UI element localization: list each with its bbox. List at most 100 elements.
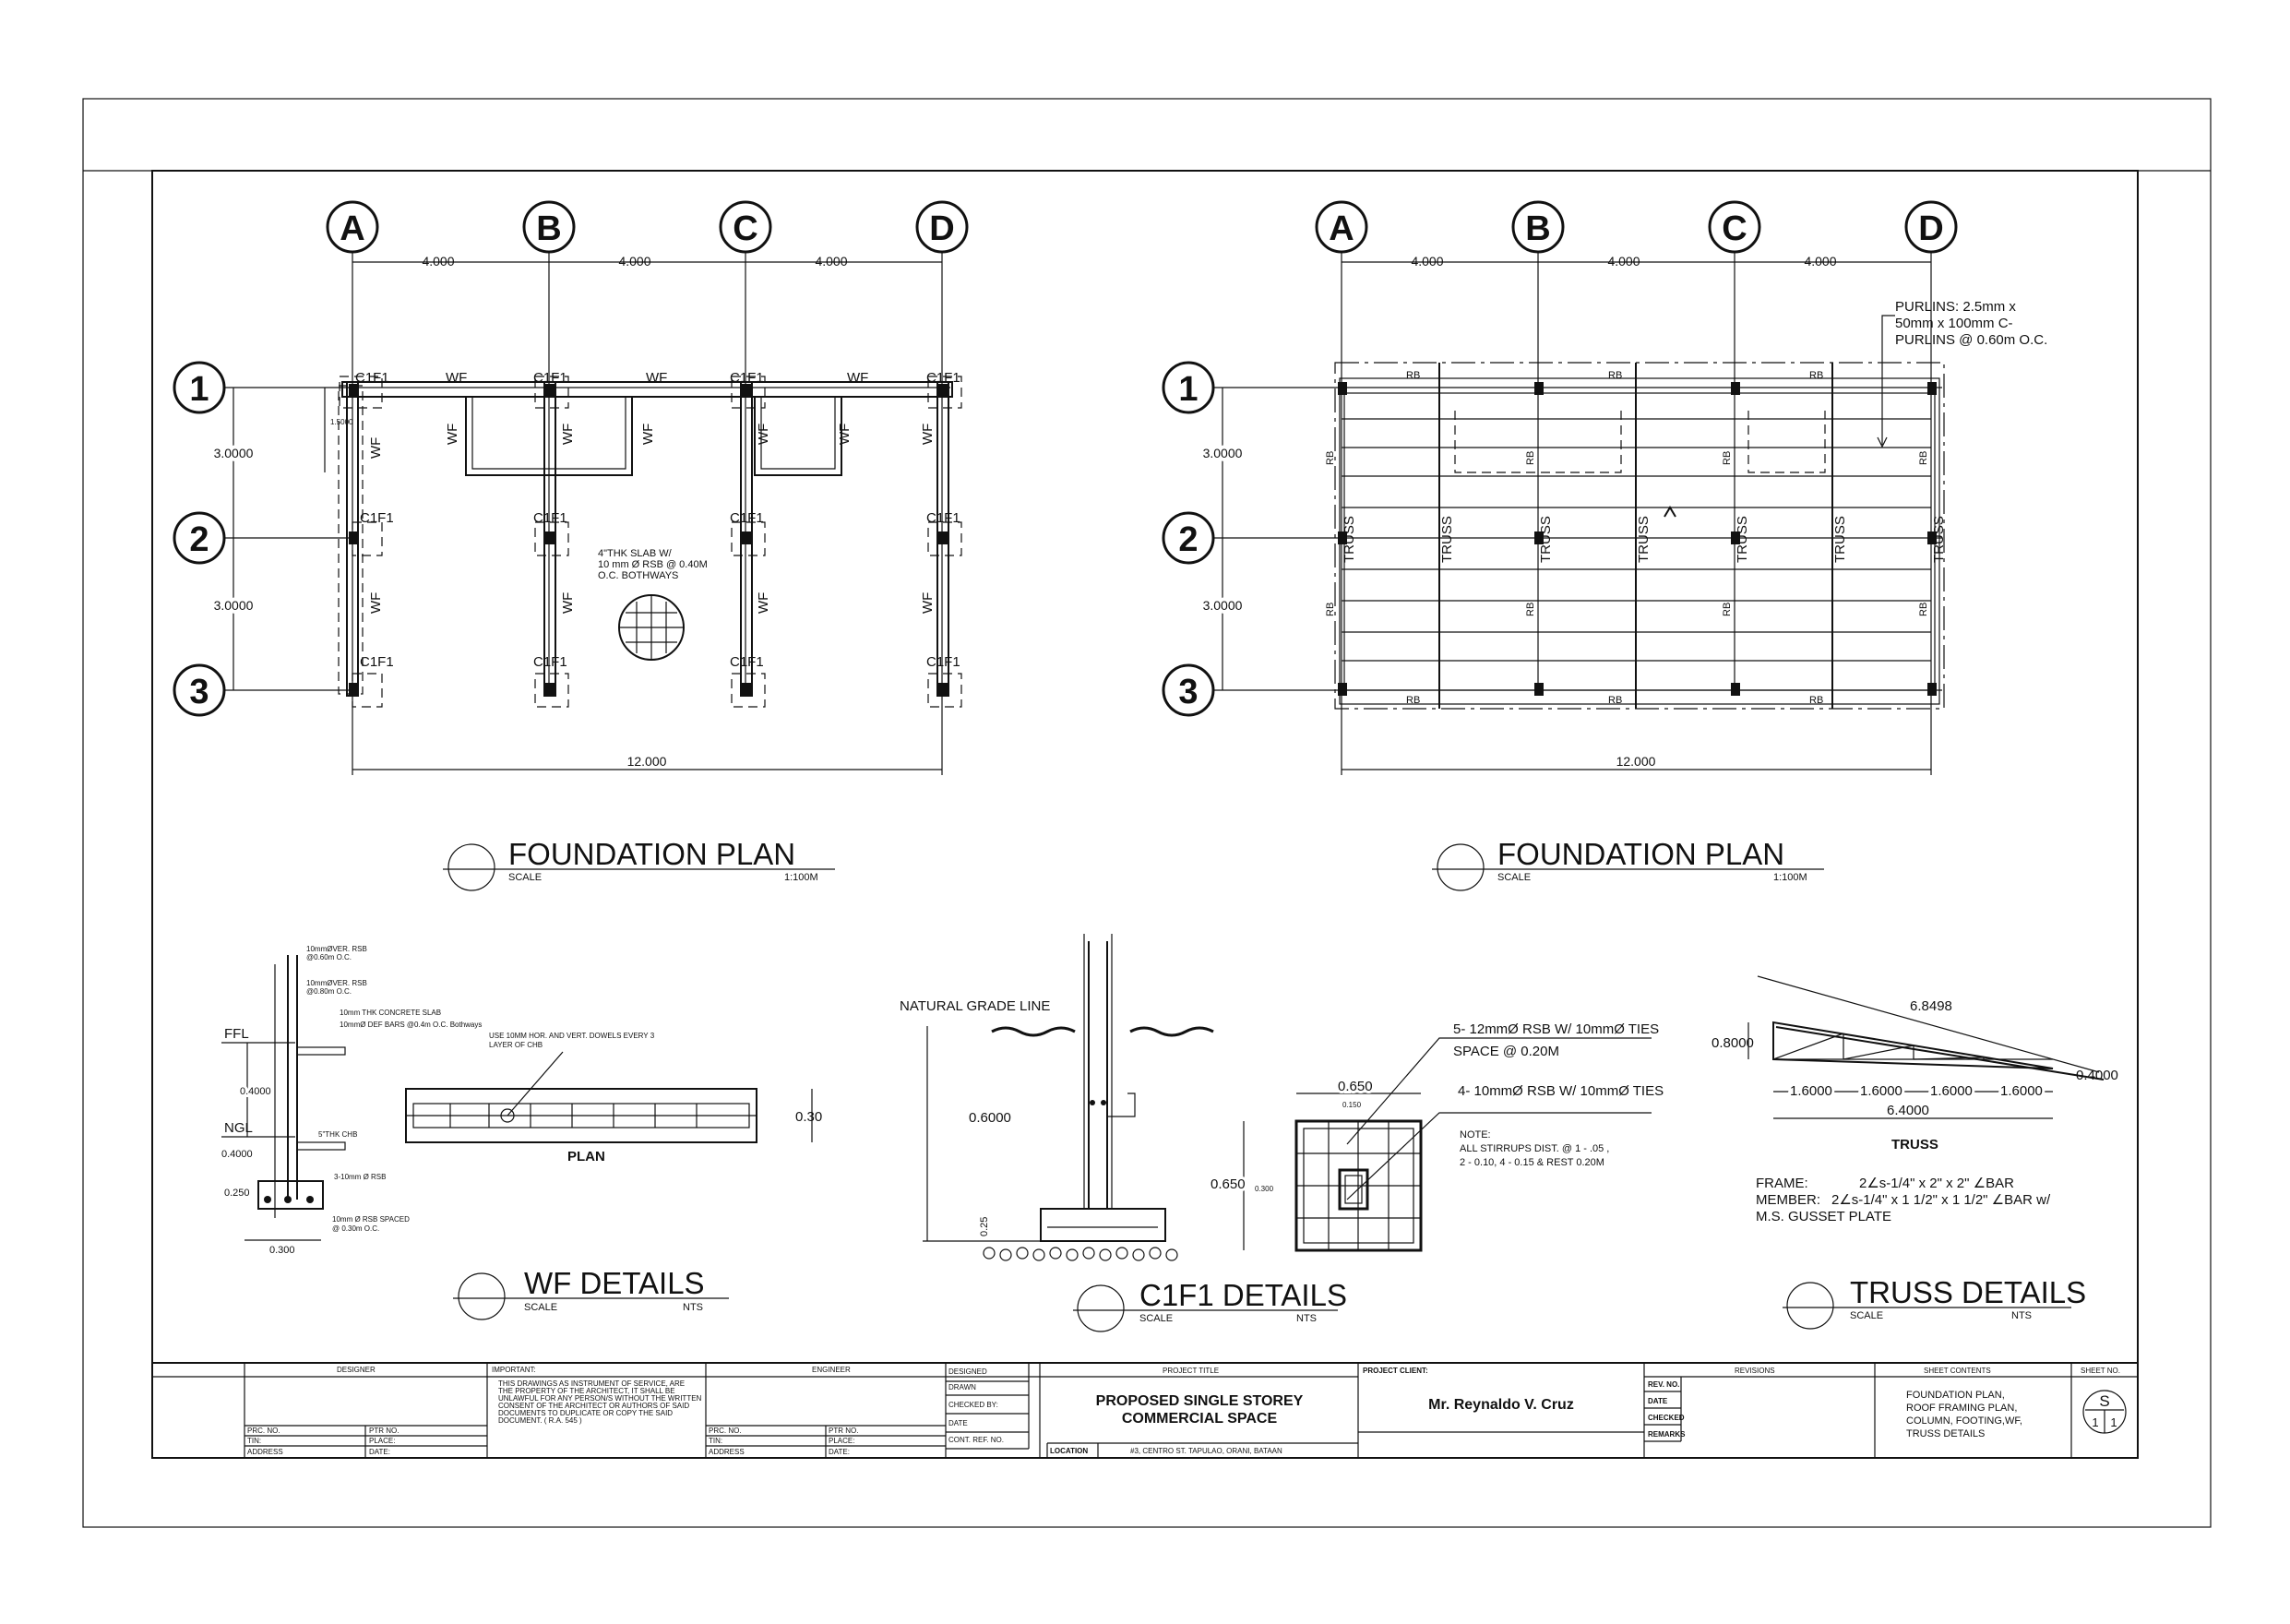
tb-drawn: DRAWN (948, 1383, 976, 1391)
truss-frame-value: 2∠s-1/4" x 2" x 2" ∠BAR (1859, 1176, 2014, 1191)
tb-revisions-h: REVISIONS (1735, 1367, 1775, 1375)
svg-text:D: D (929, 209, 954, 248)
foundation-plan-1: A B C D 1 2 3 4.000 4.000 4.000 3.0000 3… (173, 200, 969, 891)
tb-ptr: PTR NO. (369, 1427, 399, 1435)
tag-c1f1: C1F1 (730, 654, 764, 670)
wf-details: FFL NGL 0.4000 0.4000 0.250 0.300 10mmØV… (221, 945, 822, 1320)
tb-sheet-contents: FOUNDATION PLAN, (1906, 1390, 2005, 1401)
grid-bubble-1: 1 (173, 361, 226, 414)
tb-prc: PRC. NO. (709, 1427, 742, 1435)
wf-dim-3: 0.250 (224, 1188, 250, 1199)
wf-scale-value: NTS (683, 1302, 703, 1313)
wf-note: @ 0.30m O.C. (332, 1224, 379, 1233)
tag-truss: TRUSS (1735, 516, 1750, 563)
tag-truss: TRUSS (1636, 516, 1652, 563)
tb-sheet-no-h: SHEET NO. (2081, 1367, 2120, 1375)
svg-text:C: C (1722, 209, 1747, 248)
wf-note: 10mmØVER. RSB (306, 945, 367, 953)
gravel-bed (983, 1247, 1178, 1261)
tb-rev-row: REV. NO. (1648, 1380, 1679, 1389)
tag-c1f1: C1F1 (355, 370, 389, 386)
wf-plan-dim: 0.30 (795, 1109, 822, 1125)
c1f1-note-head: NOTE: (1460, 1129, 1491, 1140)
grid-bubble-a: A (326, 200, 379, 254)
tag-rb: RB (1608, 370, 1622, 381)
plan1-dim-bc: 4.000 (618, 254, 650, 269)
tag-rb: RB (1918, 603, 1929, 616)
wf-scale-label: SCALE (524, 1302, 557, 1313)
svg-text:2: 2 (189, 520, 209, 559)
c1f1-note: SPACE @ 0.20M (1453, 1044, 1559, 1059)
tb-sheet-contents: ROOF FRAMING PLAN, (1906, 1403, 2017, 1414)
c1f1-note: 4- 10mmØ RSB W/ 10mmØ TIES (1458, 1083, 1664, 1099)
tag-c1f1: C1F1 (360, 510, 394, 526)
tb-important-text: UNLAWFUL FOR ANY PERSON/S WITHOUT THE WR… (498, 1394, 702, 1403)
tb-rev-row: DATE (1648, 1397, 1668, 1405)
purlins-note-1: PURLINS: 2.5mm x (1895, 299, 2016, 315)
ridge-arrow-icon (1664, 506, 1676, 518)
truss-lines (1438, 363, 1833, 709)
tb-address: ADDRESS (709, 1448, 745, 1456)
plan1-dim-23: 3.0000 (214, 598, 254, 613)
grid-bubble-d: D (1904, 200, 1958, 254)
c1f1-note: 5- 12mmØ RSB W/ 10mmØ TIES (1453, 1021, 1659, 1037)
svg-text:3: 3 (189, 673, 209, 711)
truss-elevation (1772, 1021, 2105, 1081)
tag-c1f1: C1F1 (533, 654, 567, 670)
tb-ptr: PTR NO. (829, 1427, 858, 1435)
tag-c1f1: C1F1 (533, 370, 567, 386)
wf-plan-wall (405, 1051, 757, 1143)
slab-note-3: O.C. BOTHWAYS (598, 570, 678, 581)
tb-sheet-num: 1 (2092, 1415, 2098, 1429)
tb-rev-row: CHECKED (1648, 1414, 1685, 1422)
wf-note: 5"THK CHB (318, 1130, 357, 1139)
tag-rb: RB (1325, 603, 1336, 616)
tb-sheet-contents-h: SHEET CONTENTS (1924, 1367, 1991, 1375)
leader-arrow-icon (1877, 436, 1888, 448)
truss-dim-panel: 1.6000 (2000, 1083, 2043, 1099)
tb-prc: PRC. NO. (247, 1427, 280, 1435)
truss-dim-top: 6.8498 (1910, 998, 1952, 1014)
footing-section (1040, 1208, 1166, 1242)
svg-text:A: A (1329, 209, 1354, 248)
svg-text:B: B (1525, 209, 1550, 248)
tag-wf: WF (446, 370, 467, 386)
wf-note: @0.60m O.C. (306, 953, 352, 961)
plan2-title: FOUNDATION PLAN (1497, 837, 1784, 871)
tag-wf: WF (445, 424, 460, 445)
plan2-scale-label: SCALE (1497, 872, 1531, 883)
plan1-scale-value: 1:100M (784, 872, 818, 883)
plan2-dim-overall: 12.000 (1616, 754, 1656, 769)
wf-note: 10mm Ø RSB SPACED (332, 1215, 410, 1224)
grid-bubble-c: C (1708, 200, 1761, 254)
grid-bubble-a: A (1315, 200, 1368, 254)
wf-dim-2: 0.4000 (221, 1149, 253, 1160)
tb-project-title: PROPOSED SINGLE STOREY (1096, 1393, 1304, 1409)
slab-note-2: 10 mm Ø RSB @ 0.40M (598, 559, 708, 570)
slab-rebar-symbol (618, 594, 685, 661)
tb-important-text: CONSENT OF THE ARCHITECT OR AUTHORS OF S… (498, 1402, 689, 1410)
svg-text:1: 1 (1178, 370, 1198, 409)
c1f1-dim-small1: 0.150 (1342, 1101, 1362, 1109)
c1f1-scale-label: SCALE (1139, 1313, 1173, 1324)
svg-text:3: 3 (1178, 673, 1198, 711)
tb-important: IMPORTANT: (492, 1366, 536, 1374)
truss-scale-label: SCALE (1850, 1310, 1883, 1321)
tag-rb: RB (1406, 370, 1420, 381)
tag-wf: WF (847, 370, 868, 386)
tb-client-h: PROJECT CLIENT: (1363, 1367, 1428, 1375)
tag-c1f1: C1F1 (730, 510, 764, 526)
plan1-columns (339, 376, 962, 708)
plan2-scale-value: 1:100M (1773, 872, 1807, 883)
tb-client: Mr. Reynaldo V. Cruz (1428, 1397, 1574, 1413)
plan1-title: FOUNDATION PLAN (508, 837, 795, 871)
tag-rb: RB (1525, 603, 1536, 616)
tag-c1f1: C1F1 (533, 510, 567, 526)
tag-wf: WF (560, 424, 576, 445)
tb-important-text: THIS DRAWINGS AS INSTRUMENT OF SERVICE, … (498, 1379, 685, 1388)
tb-sheet-letter: S (2099, 1392, 2109, 1410)
wf-plan-label: PLAN (567, 1149, 605, 1164)
tb-date: DATE: (369, 1448, 390, 1456)
plan1-dim-overall: 12.000 (627, 754, 667, 769)
